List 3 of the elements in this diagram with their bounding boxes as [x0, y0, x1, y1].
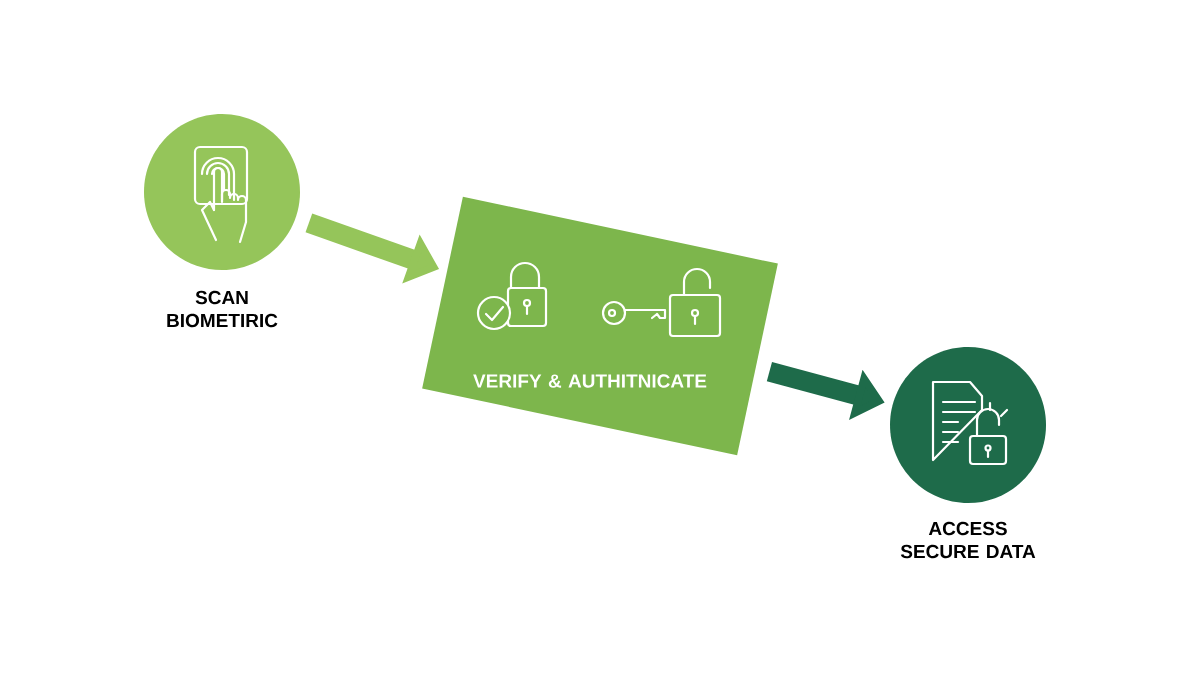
step-label: SCAN BIOMETIRIC — [167, 290, 278, 328]
step-label: ACCESS SECURE DATA — [900, 521, 1036, 559]
step-label: VERIFY & AUTHITNICATE — [473, 374, 707, 388]
